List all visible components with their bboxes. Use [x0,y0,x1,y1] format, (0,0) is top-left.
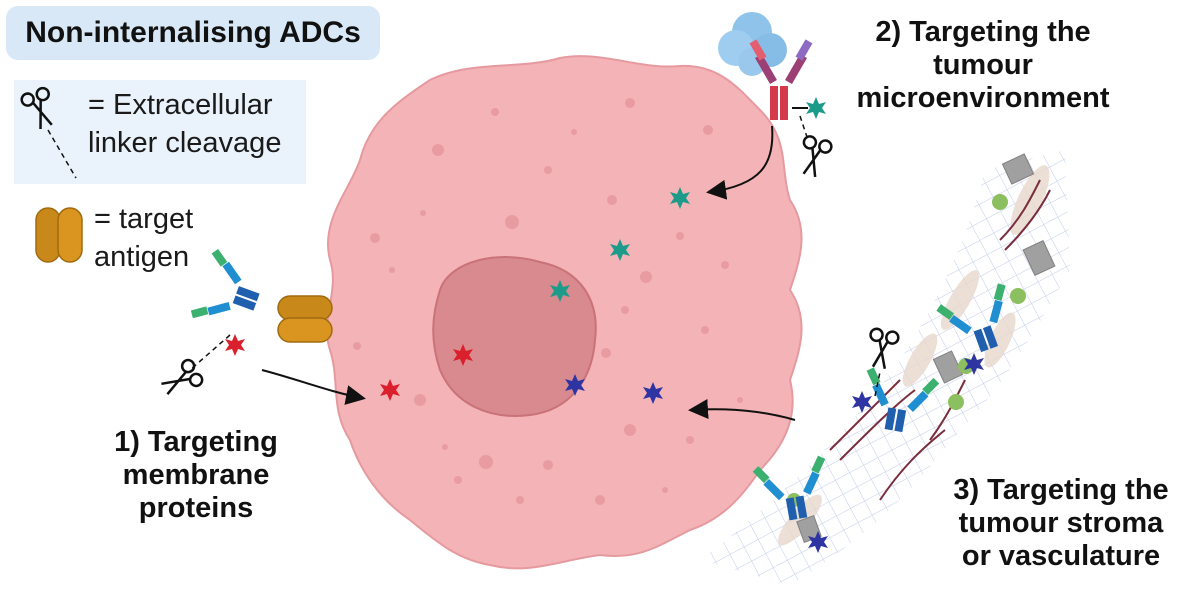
legend-antigen-text: = target antigen [94,200,193,276]
legend-scissors-line1: = Extracellular [88,89,273,121]
scissors-icon [863,326,901,372]
label-microenv-line1: 2) Targeting the [875,16,1091,48]
legend-scissors-text: = Extracellular linker cleavage [88,86,281,162]
label-membrane: 1) Targeting membrane proteins [86,426,306,525]
legend-scissors-line2: linker cleavage [88,127,282,159]
antigen-icon [277,295,333,343]
page-title: Non-internalising ADCs [25,16,361,49]
title-box: Non-internalising ADCs [6,6,380,60]
scissors-icon [18,85,61,133]
nucleus [432,256,597,417]
label-stroma-line3: or vasculature [961,540,1161,572]
label-membrane-line1: 1) Targeting [114,426,278,458]
scissors-icon [156,356,206,403]
cell-vesicles [353,98,743,505]
antibody-icon [749,39,813,120]
legend-antigen-line2: antigen [94,241,190,273]
label-membrane-line3: proteins [138,492,254,524]
label-microenv-line3: microenvironment [856,82,1110,114]
antigen-icon [35,207,83,263]
label-membrane-line2: membrane [122,459,270,491]
antibody-icon [188,247,270,337]
stroma-fibres [829,179,1051,501]
legend-antigen-line1: = target [94,203,194,235]
linker-line [874,371,881,397]
label-stroma: 3) Targeting the tumour stroma or vascul… [930,474,1192,573]
stroma-blocks [796,153,1056,544]
label-microenv: 2) Targeting the tumour microenvironment [838,16,1128,115]
linker-line [189,334,231,371]
label-stroma-line2: tumour stroma [958,507,1164,539]
arrow-stroma [688,399,796,421]
legend-linker-line [47,129,77,179]
stroma-band [700,150,1070,585]
label-stroma-line1: 3) Targeting the [953,474,1169,506]
scissors-icon [794,133,834,181]
legend-box [14,80,306,184]
arrow-membrane [261,369,366,405]
label-microenv-line2: tumour [933,49,1033,81]
arrow-microenv [706,125,774,200]
payload-star-icon [806,97,826,119]
